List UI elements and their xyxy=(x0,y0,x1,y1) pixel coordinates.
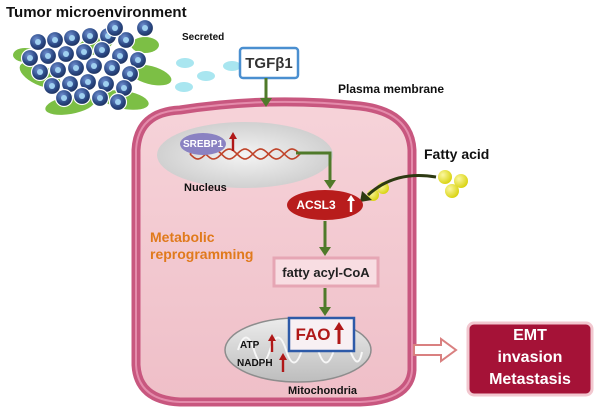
fatty-acyl-coa-label: fatty acyl-CoA xyxy=(282,264,370,280)
emt-label: EMT xyxy=(513,327,547,344)
srebp1-oval xyxy=(180,133,226,155)
tumor-cell-cluster xyxy=(13,18,172,115)
fao-label: FAO xyxy=(295,324,331,344)
fatty-acid-arrow xyxy=(366,173,437,197)
fatty-acid-label: Fatty acid xyxy=(424,146,490,162)
outcome-arrow xyxy=(413,337,458,363)
secreted-label: Secreted xyxy=(182,32,225,43)
acsl3-oval xyxy=(287,190,363,220)
nadph-label: NADPH xyxy=(237,358,273,369)
mitochondria xyxy=(224,316,372,383)
acsl3-label: ACSL3 xyxy=(296,198,336,212)
metabolic-label: Metabolic xyxy=(150,229,215,245)
outcome-box xyxy=(466,321,594,397)
nucleus-to-acsl3-arrow xyxy=(296,151,332,181)
nucleus-label: Nucleus xyxy=(184,182,227,194)
tgfb1-label: TGFβ1 xyxy=(245,54,293,72)
fatty-acyl-coa-box xyxy=(272,256,380,288)
plasma-membrane-label: Plasma membrane xyxy=(338,82,445,96)
invasion-label: invasion xyxy=(497,349,563,366)
mitochondria-label: Mitochondria xyxy=(288,385,358,397)
tumor-microenvironment-title: Tumor microenvironment xyxy=(6,4,187,21)
metastasis-label: Metastasis xyxy=(489,371,571,388)
nucleus xyxy=(157,122,333,188)
tgfb1-box xyxy=(238,46,300,80)
srebp1-label: SREBP1 xyxy=(182,138,223,150)
reprogramming-label: reprogramming xyxy=(150,246,254,262)
atp-label: ATP xyxy=(240,340,260,351)
fao-box xyxy=(287,316,356,353)
